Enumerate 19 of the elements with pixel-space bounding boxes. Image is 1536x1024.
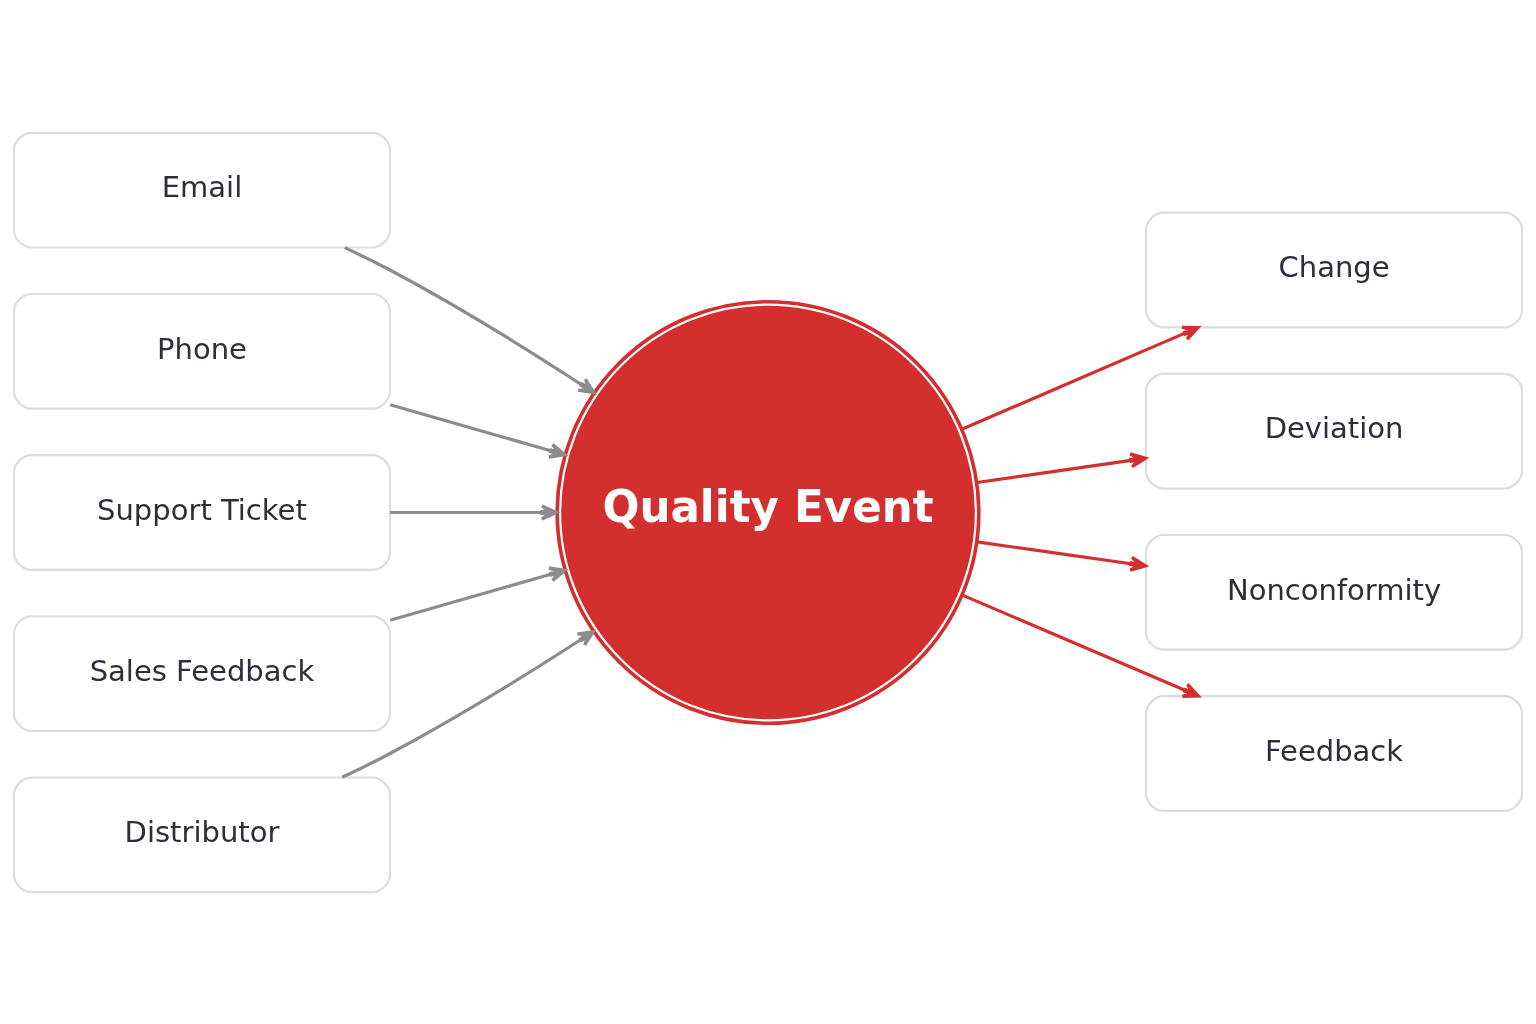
arrow (344, 245, 596, 394)
node-box: Sales Feedback (12, 614, 392, 732)
node-box: Change (1144, 211, 1524, 328)
arrow (341, 629, 595, 779)
node-box: Deviation (1144, 372, 1524, 490)
node-circle: Quality Event (555, 299, 981, 725)
node-box: Distributor (12, 775, 392, 893)
node-box: Feedback (1144, 694, 1524, 812)
arrow (961, 593, 1200, 698)
arrow (976, 539, 1148, 572)
node-box: Nonconformity (1144, 533, 1524, 651)
arrow (389, 402, 567, 459)
arrow (961, 325, 1200, 431)
node-box: Email (12, 131, 392, 249)
arrow (389, 565, 567, 622)
node-box: Support Ticket (12, 453, 392, 571)
arrow (390, 503, 559, 521)
arrow (976, 451, 1148, 484)
node-box: Phone (12, 292, 392, 410)
